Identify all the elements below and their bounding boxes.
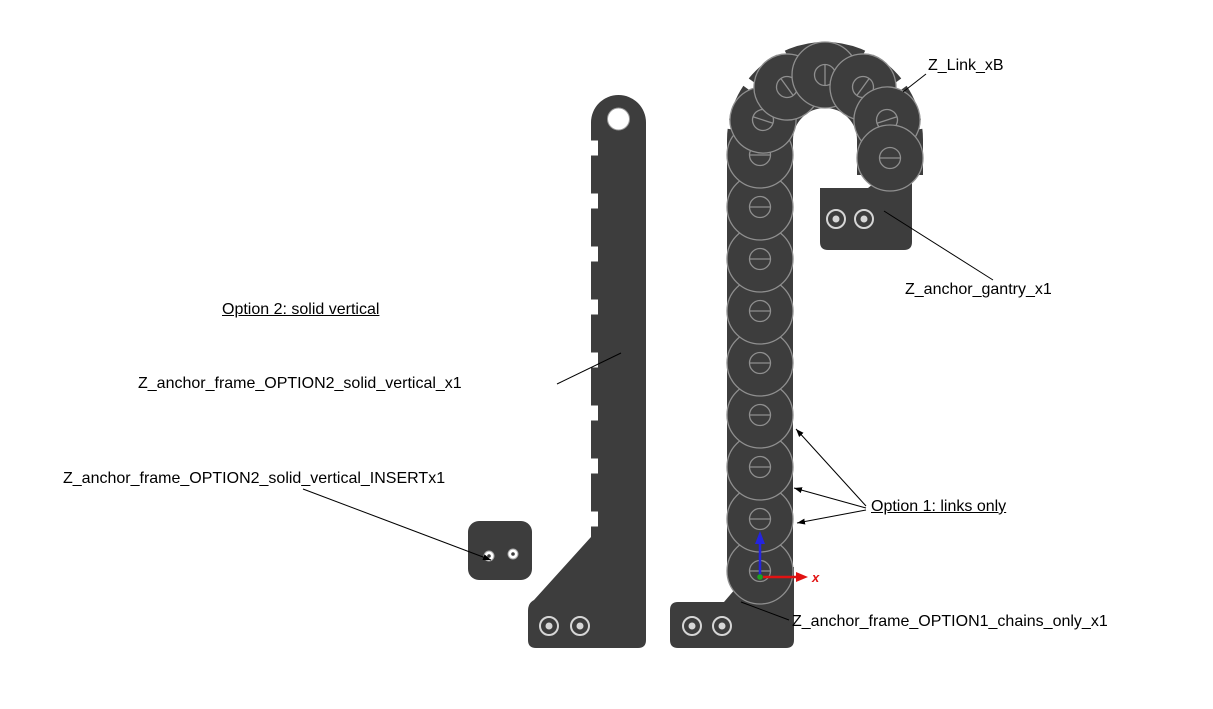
foot-screw-hole — [712, 616, 732, 636]
leader-lines — [302, 73, 994, 621]
insert-body — [468, 521, 532, 580]
leader-line-z-link — [902, 73, 927, 93]
leader-line-option1-a — [795, 428, 867, 507]
bar-notch — [585, 193, 598, 209]
insert-hole — [507, 548, 519, 560]
option1-heading: Option 1: links only — [871, 498, 1007, 515]
vertical-bar-body — [528, 95, 646, 648]
axis-z-arrowhead — [755, 531, 765, 544]
option1-frame-label: Z_anchor_frame_OPTION1_chains_only_x1 — [792, 613, 1108, 630]
option2-frame-label: Z_anchor_frame_OPTION2_solid_vertical_x1 — [138, 375, 462, 392]
cable-chain-assembly — [670, 39, 926, 648]
axis-origin-dot — [757, 574, 763, 580]
bar-notch — [585, 511, 598, 527]
bar-notch — [585, 352, 598, 368]
chain-link — [856, 124, 924, 192]
axis-x-arrowhead — [796, 572, 808, 582]
z-anchor-frame-option2-insert-part — [468, 521, 532, 580]
z-anchor-gantry-label: Z_anchor_gantry_x1 — [905, 281, 1052, 298]
bar-notch — [585, 458, 598, 474]
axis-triad: x — [755, 531, 820, 585]
option2-insert-label: Z_anchor_frame_OPTION2_solid_vertical_IN… — [63, 470, 446, 487]
foot-screw-hole — [682, 616, 702, 636]
bar-notch — [585, 246, 598, 262]
chain-link — [726, 329, 794, 397]
gantry-screw-hole — [826, 209, 846, 229]
leader-line-option2-frame — [556, 352, 622, 385]
foot-screw-hole — [570, 616, 590, 636]
gantry-screw-hole — [854, 209, 874, 229]
leader-line-option1-anchor — [740, 601, 790, 621]
axis-x-label: x — [811, 570, 820, 585]
bar-notch — [585, 140, 598, 156]
option2-heading: Option 2: solid vertical — [222, 301, 380, 318]
chain-link — [726, 277, 794, 345]
leader-line-gantry-anchor — [883, 210, 994, 281]
z-link-label: Z_Link_xB — [928, 57, 1004, 74]
z-anchor-frame-option2-part — [528, 95, 646, 648]
bar-notch — [585, 405, 598, 421]
leader-line-option1-c — [796, 509, 867, 525]
leader-line-option2-insert — [302, 488, 492, 561]
bar-notch — [585, 299, 598, 315]
foot-screw-hole — [539, 616, 559, 636]
leader-line-option1-b — [793, 487, 867, 509]
top-mount-hole — [607, 107, 630, 131]
